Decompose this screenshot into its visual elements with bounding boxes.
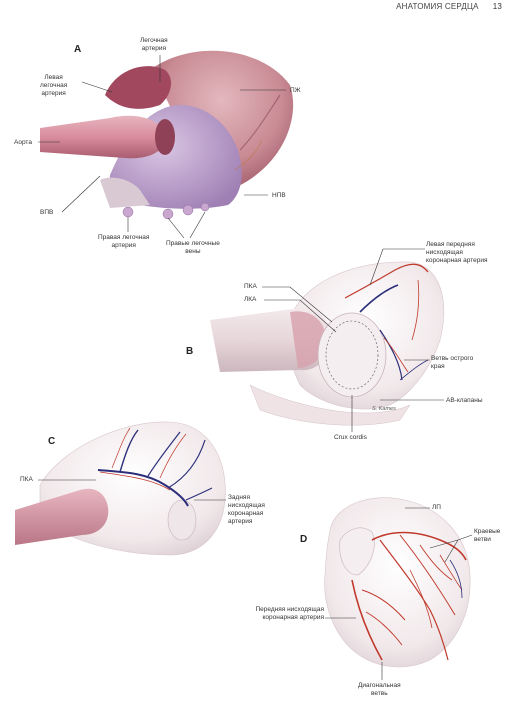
- label-right-pulmonary-veins: Правые легочные вены: [166, 240, 220, 255]
- panel-b-letter: B: [186, 346, 194, 357]
- label-npv: НПВ: [272, 192, 286, 199]
- panel-b-illustration: [210, 248, 445, 432]
- label-pda: Задняя нисходящая коронарная артерия: [228, 494, 265, 525]
- chapter-title: АНАТОМИЯ СЕРДЦА: [396, 2, 479, 11]
- label-pulmonary-artery: Легочная артерия: [140, 37, 168, 52]
- label-left-pulmonary-artery: Левая легочная артерия: [40, 74, 68, 97]
- label-diagonal-branch: Диагональная ветвь: [358, 682, 401, 697]
- label-right-pulmonary-artery: Правая легочная артерия: [98, 234, 150, 249]
- panel-a-letter: A: [74, 44, 82, 55]
- label-lp: ЛП: [432, 504, 441, 511]
- label-lad-b: Левая передняя нисходящая коронарная арт…: [426, 241, 488, 264]
- panel-c-letter: C: [48, 436, 56, 447]
- panel-d-illustration: [324, 497, 473, 680]
- label-acute-margin-branch: Ветвь острого края: [431, 355, 474, 370]
- artist-signature: S. Kames: [372, 406, 396, 412]
- panel-a-illustration: [38, 50, 294, 239]
- label-marginal-branches: Краевые ветви: [474, 528, 501, 543]
- page-number: 13: [492, 2, 502, 11]
- label-pka-b: ПКА: [244, 283, 257, 290]
- label-lka-b: ЛКА: [244, 296, 257, 303]
- label-av-valves: АВ-клапаны: [446, 397, 483, 404]
- label-crux-cordis: Crux cordis: [334, 434, 367, 441]
- label-vpv: ВПВ: [40, 209, 54, 216]
- page-header: АНАТОМИЯ СЕРДЦА 13: [396, 2, 502, 11]
- panel-c-illustration: [15, 421, 226, 556]
- label-lad-d: Передняя нисходящая коронарная артерия: [255, 606, 324, 621]
- label-pzh: ПЖ: [290, 87, 301, 94]
- label-pka-c: ПКА: [20, 476, 33, 483]
- panel-d-letter: D: [300, 534, 308, 545]
- label-aorta: Аорта: [14, 139, 32, 146]
